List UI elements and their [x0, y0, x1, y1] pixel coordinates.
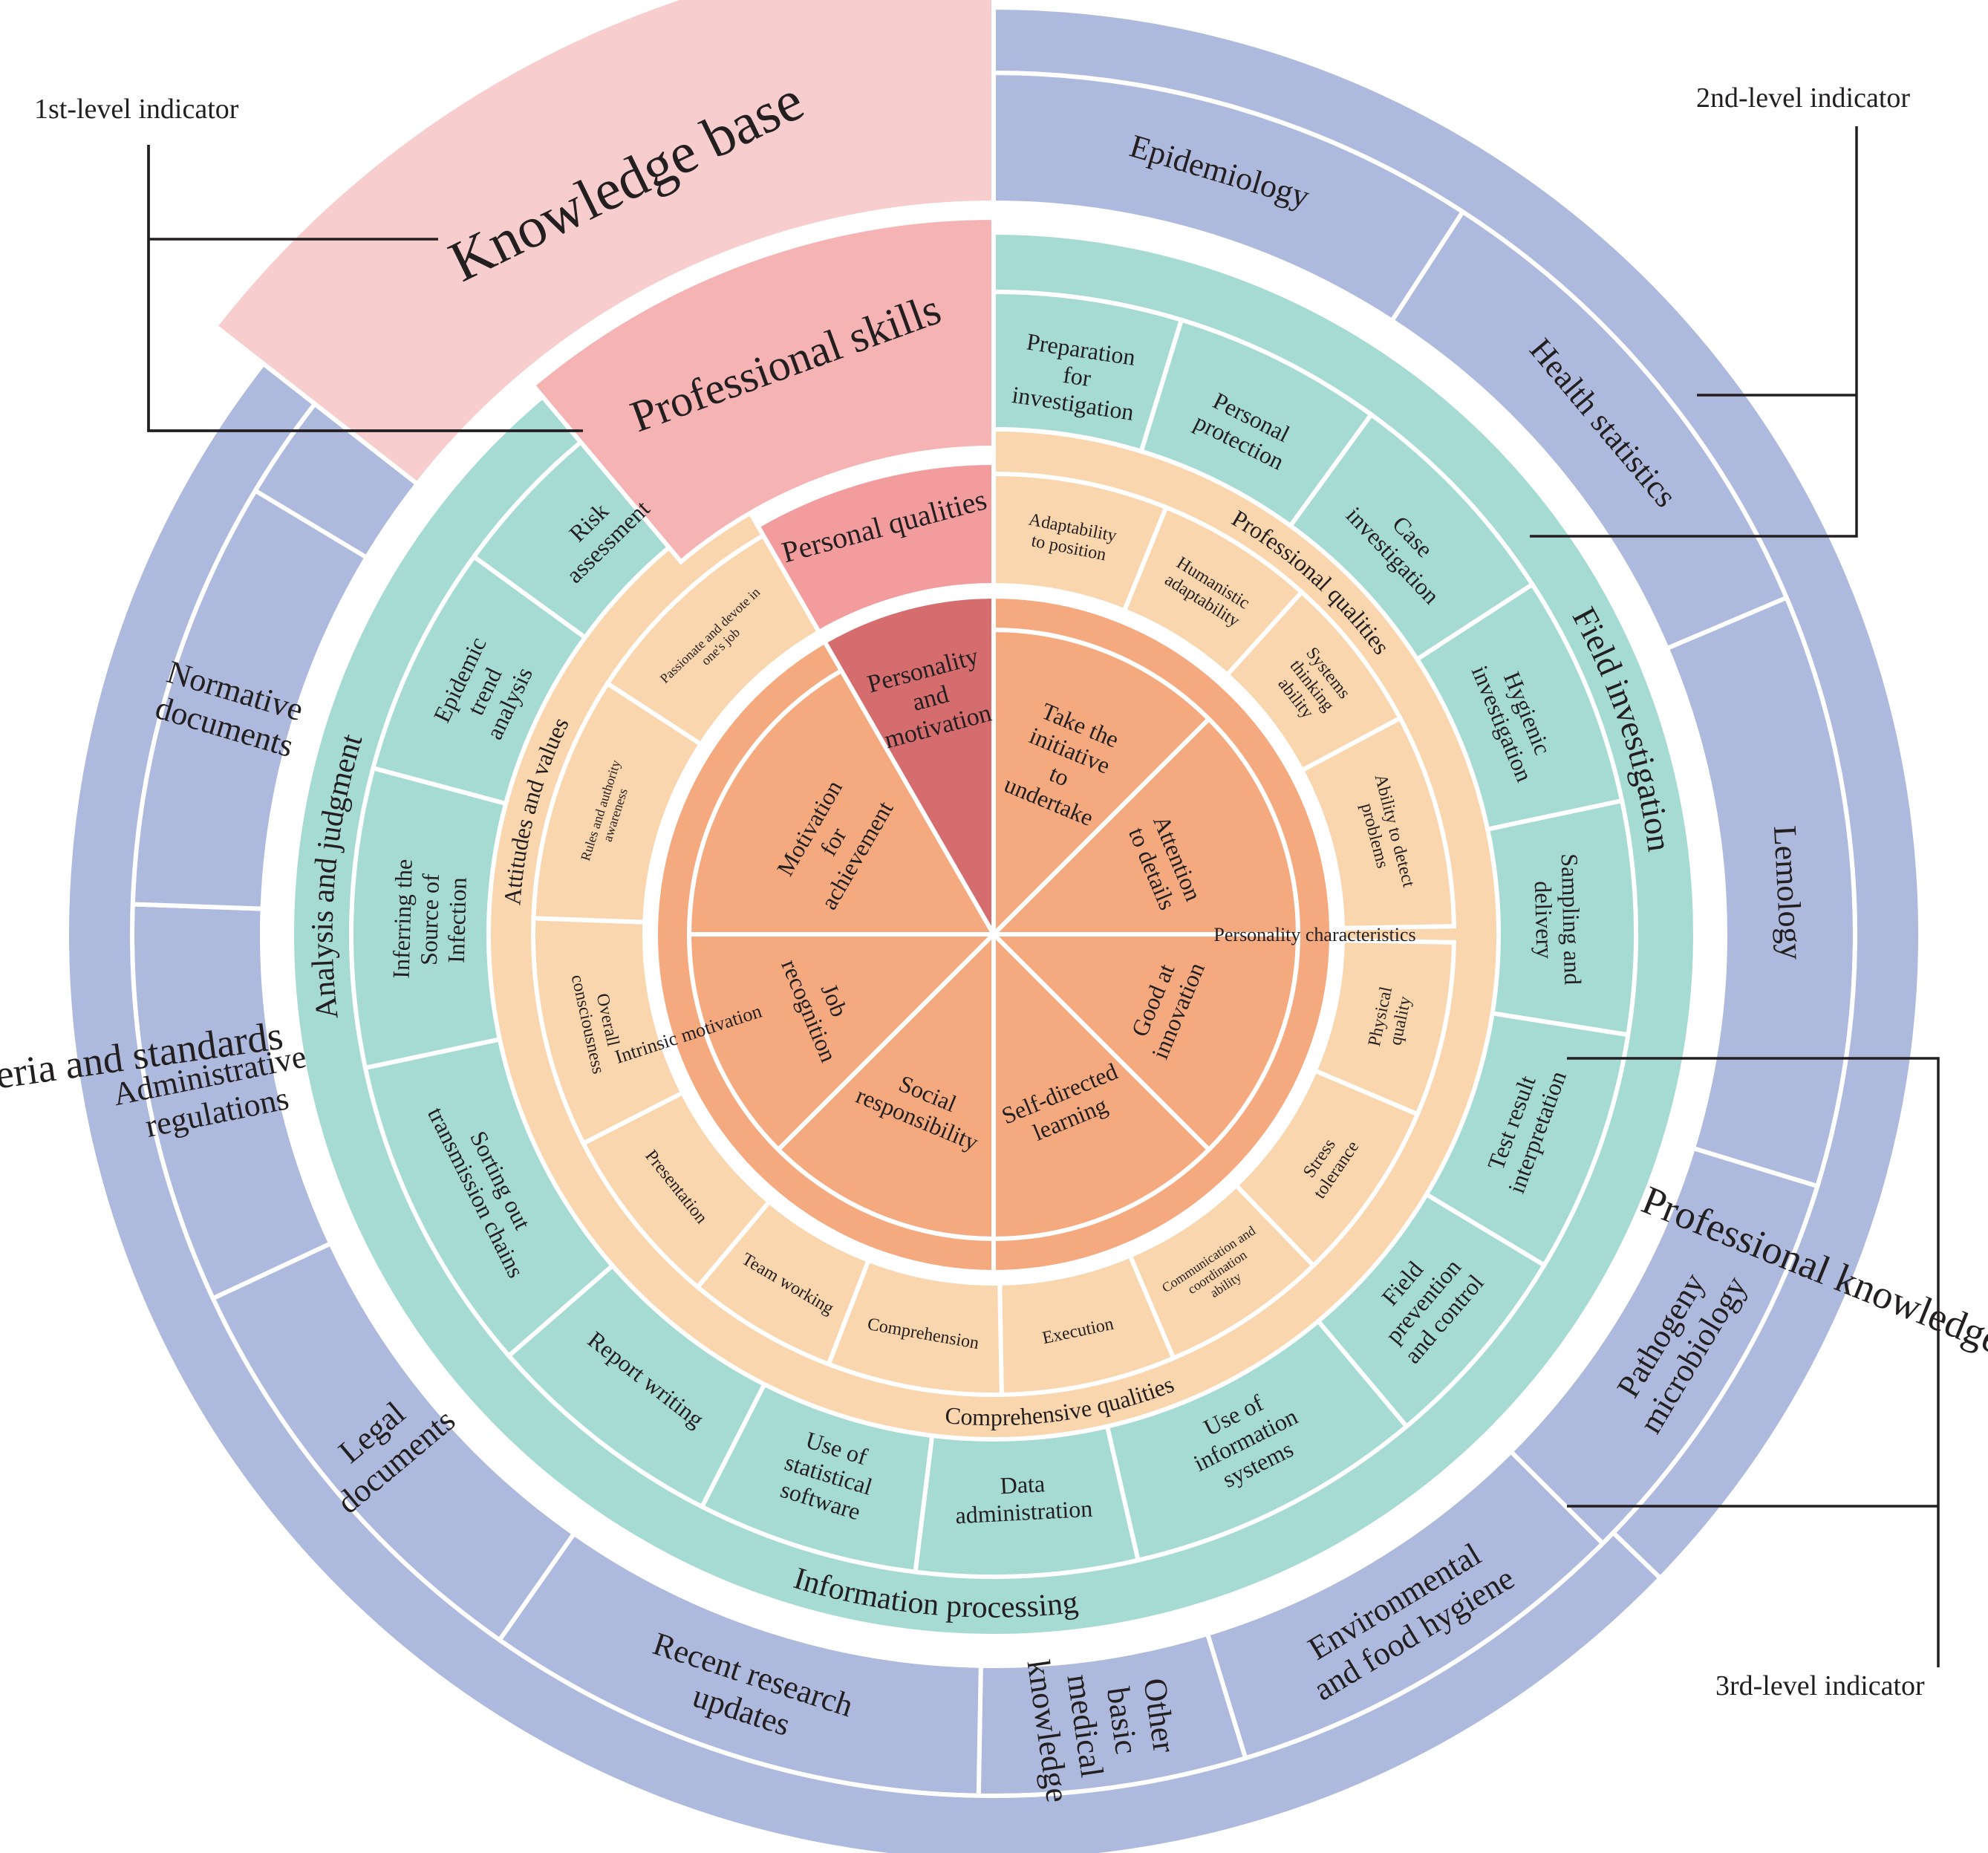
- wedge-personal-qualities: [755, 460, 996, 636]
- leader-line-third-level-a: [1567, 1057, 1940, 1667]
- wedge-personality-and-motivation: [821, 593, 996, 943]
- cell-ability-to-detect-problems: [1298, 714, 1456, 931]
- wedge-professional-skills: [529, 215, 996, 565]
- label-inferring-the-source-of-infection: Inferring theSource ofInfection: [388, 859, 472, 980]
- cell-criteria-and-standards: [65, 360, 1663, 1853]
- wheel-sectors: [65, 0, 1923, 1853]
- leader-line-second-level-a: [1530, 126, 1858, 538]
- legend-third-level: 3rd-level indicator: [1715, 1670, 1925, 1701]
- wedge-knowledge-base: [212, 0, 996, 487]
- label-personality-characteristics: Personality characteristics: [1213, 924, 1415, 945]
- label-lemology: Lemology: [1767, 824, 1810, 960]
- legend-first-level: 1st-level indicator: [34, 94, 239, 125]
- label-overall-consciousness: Overallconsciousness: [567, 968, 628, 1075]
- leader-lines: [147, 126, 1940, 1667]
- legend-second-level: 2nd-level indicator: [1696, 82, 1911, 114]
- label-sampling-and-delivery: Sampling anddelivery: [1529, 853, 1586, 986]
- label-legal-documents: Legaldocuments: [306, 1373, 462, 1521]
